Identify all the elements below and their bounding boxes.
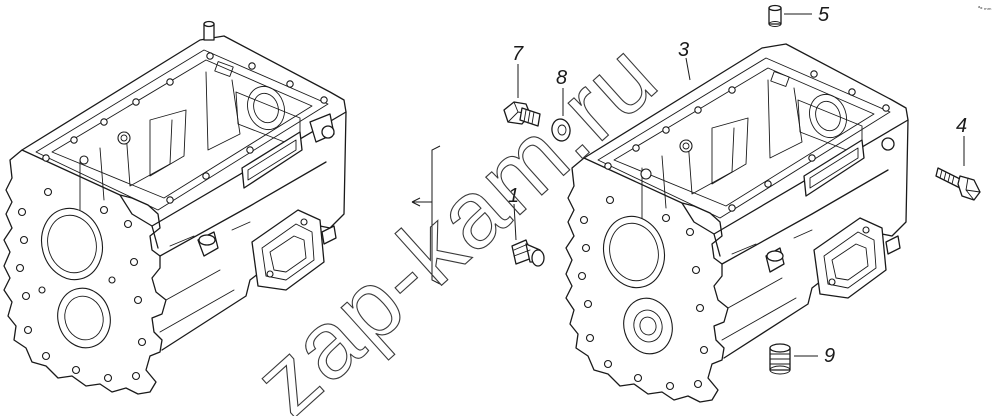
callout-4: 4: [956, 115, 967, 137]
callout-1: 1: [508, 185, 519, 207]
leader-lines: [513, 13, 965, 357]
callout-8: 8: [556, 67, 567, 89]
callout-9: 9: [824, 345, 835, 367]
part-7-hex-bolt: [503, 101, 541, 127]
part-1-plug: [511, 239, 545, 267]
callout-5: 5: [818, 4, 830, 26]
housing-right: [565, 43, 909, 403]
part-5-dowel-pin: [768, 4, 782, 27]
callout-labels: 7 8 3 5 4 1 9: [508, 4, 967, 367]
callout-3: 3: [678, 39, 689, 61]
callout-7: 7: [512, 43, 524, 65]
part-8-washer: [551, 118, 571, 142]
corner-mark: ᵃ╸ₘₘ: [978, 5, 992, 12]
part-9-threaded-plug: [769, 343, 791, 375]
part-4-bolt: [935, 167, 981, 201]
housing-left: [3, 20, 347, 395]
assembly-bracket: [411, 145, 441, 285]
